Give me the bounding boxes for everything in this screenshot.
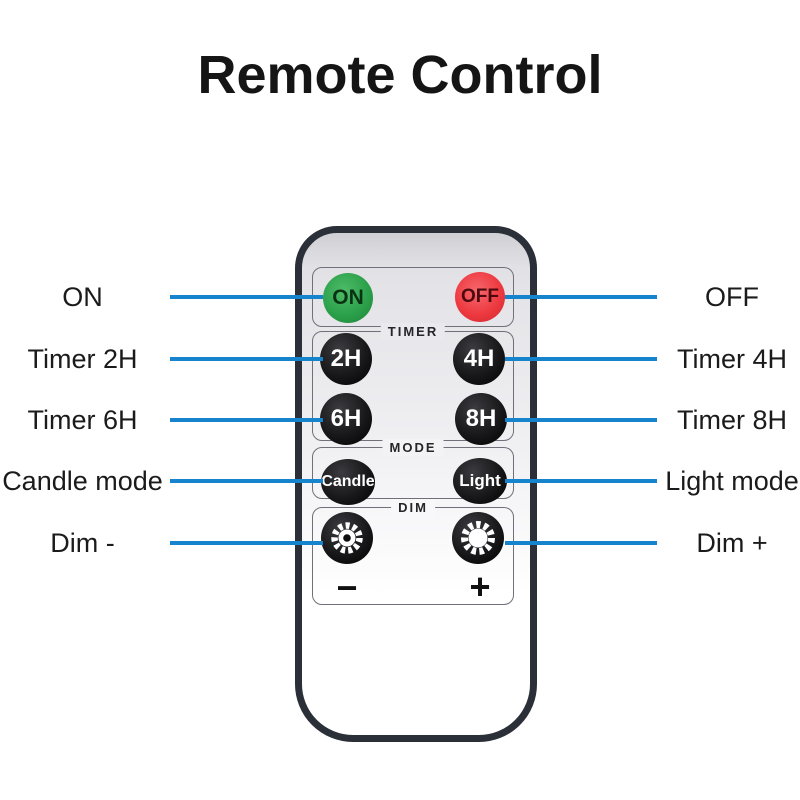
annotation-off: OFF — [705, 281, 759, 312]
mode-section: MODE Candle Light — [312, 439, 514, 505]
annotation-light-mode: Light mode — [665, 465, 799, 496]
leader-line-timer-4h — [505, 357, 657, 361]
timer-6h-button[interactable]: 6H — [320, 393, 372, 445]
timer-2h-label: 2H — [330, 345, 362, 372]
leader-line-timer-6h — [170, 418, 323, 422]
sun-dim-minus-icon — [325, 516, 369, 560]
dim-plus-sign: + — [469, 566, 491, 607]
annotation-dim-minus: Dim - — [50, 527, 115, 558]
timer-section-label: TIMER — [380, 323, 446, 340]
annotation-timer-6h: Timer 6H — [27, 404, 138, 435]
page-title: Remote Control — [197, 45, 603, 105]
timer-4h-button[interactable]: 4H — [453, 333, 505, 385]
sun-dim-plus-icon — [456, 516, 500, 560]
leader-line-dim-minus — [170, 541, 323, 545]
light-mode-label: Light — [459, 471, 501, 490]
timer-8h-button[interactable]: 8H — [455, 393, 507, 445]
dim-minus-sign: − — [336, 567, 358, 608]
dim-section-label: DIM — [391, 499, 435, 516]
off-button-label: OFF — [461, 286, 499, 307]
candle-mode-button[interactable]: Candle — [321, 459, 375, 505]
on-button[interactable]: ON — [323, 273, 373, 323]
mode-section-label: MODE — [382, 439, 444, 456]
annotation-candle-mode: Candle mode — [2, 465, 163, 496]
leader-line-off — [505, 295, 657, 299]
leader-line-candle-mode — [170, 479, 323, 483]
leader-line-on — [170, 295, 323, 299]
light-mode-button[interactable]: Light — [453, 458, 507, 504]
remote-control: ON OFF TIMER 2H 4H 6H 8H MODE Cand — [295, 226, 537, 742]
leader-line-timer-8h — [505, 418, 657, 422]
annotation-timer-8h: Timer 8H — [676, 404, 787, 435]
timer-8h-label: 8H — [465, 405, 497, 432]
power-section: ON OFF — [312, 267, 514, 327]
candle-mode-label: Candle — [321, 473, 375, 490]
leader-line-light-mode — [505, 479, 657, 483]
on-button-label: ON — [332, 286, 364, 309]
off-button[interactable]: OFF — [455, 272, 505, 322]
dim-minus-button[interactable] — [321, 512, 373, 564]
timer-6h-label: 6H — [330, 405, 362, 432]
leader-line-dim-plus — [505, 541, 657, 545]
dim-section: DIM − + — [312, 499, 514, 608]
dim-plus-button[interactable] — [452, 512, 504, 564]
annotation-dim-plus: Dim + — [696, 527, 768, 558]
leader-line-timer-2h — [170, 357, 323, 361]
annotation-timer-4h: Timer 4H — [676, 343, 787, 374]
annotation-on: ON — [62, 281, 103, 312]
annotation-timer-2h: Timer 2H — [27, 343, 138, 374]
timer-4h-label: 4H — [463, 345, 495, 372]
timer-2h-button[interactable]: 2H — [320, 333, 372, 385]
timer-section: TIMER 2H 4H 6H 8H — [312, 323, 514, 445]
